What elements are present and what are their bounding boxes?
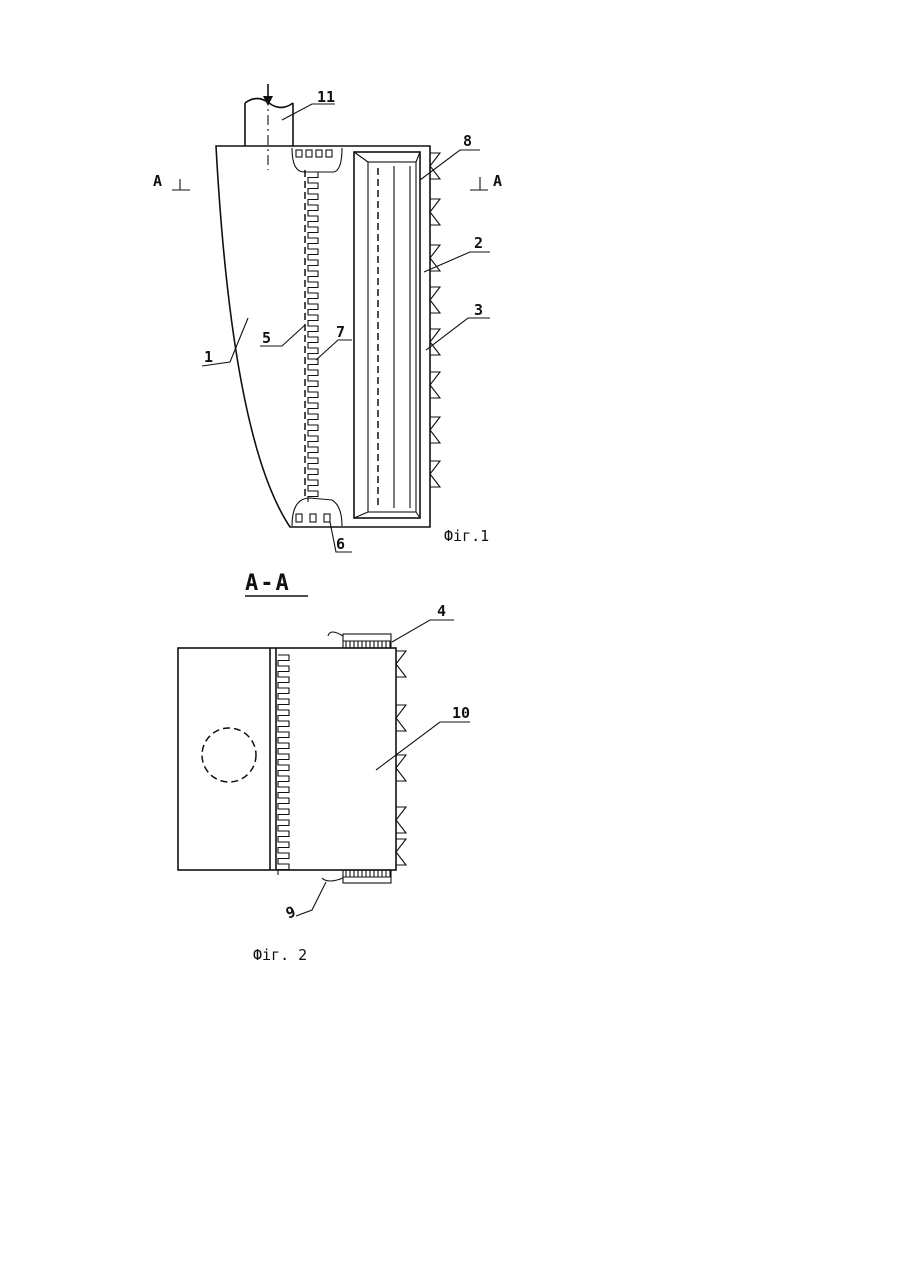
inlet-pipe — [245, 84, 293, 170]
section-title: A-A — [245, 571, 291, 596]
corrugated-element-section — [278, 655, 289, 875]
leader-lines-fig1 — [202, 104, 490, 552]
corrugated-element — [308, 172, 318, 502]
tooth — [430, 329, 440, 355]
upper-connector — [292, 148, 342, 172]
label-7: 7 — [336, 323, 345, 341]
tooth — [430, 461, 440, 487]
tooth — [396, 651, 406, 677]
housing-body — [216, 146, 430, 527]
label-10: 10 — [452, 704, 470, 722]
label-4: 4 — [437, 602, 446, 620]
label-6: 6 — [336, 535, 345, 553]
label-2: 2 — [474, 234, 483, 252]
tooth — [430, 372, 440, 398]
inner-frame — [354, 152, 420, 518]
outer-teeth-section — [396, 651, 406, 865]
label-11: 11 — [317, 88, 335, 106]
tooth — [396, 755, 406, 781]
tooth — [430, 287, 440, 313]
tooth — [396, 807, 406, 833]
label-3: 3 — [474, 301, 483, 319]
top-clip — [328, 632, 391, 648]
label-9: 9 — [283, 903, 298, 923]
tooth — [396, 705, 406, 731]
tooth — [430, 199, 440, 225]
label-5: 5 — [262, 329, 271, 347]
figure-1: A A 11 8 2 3 1 5 7 6 Фіг.1 — [153, 84, 502, 553]
section-mark-right: A — [493, 172, 502, 190]
leader-lines-fig2 — [296, 620, 470, 916]
section-mark-left: A — [153, 172, 162, 190]
figure-2: A-A 4 1 — [178, 571, 470, 964]
figure-2-caption: Фіг. 2 — [253, 946, 307, 964]
bottom-clip — [322, 870, 391, 883]
label-8: 8 — [463, 132, 472, 150]
lower-connector — [292, 498, 342, 526]
tooth — [430, 417, 440, 443]
inlet-opening — [202, 728, 256, 782]
tooth — [396, 839, 406, 865]
outer-teeth — [430, 153, 440, 487]
figure-1-caption: Фіг.1 — [444, 527, 489, 545]
label-1: 1 — [204, 348, 213, 366]
